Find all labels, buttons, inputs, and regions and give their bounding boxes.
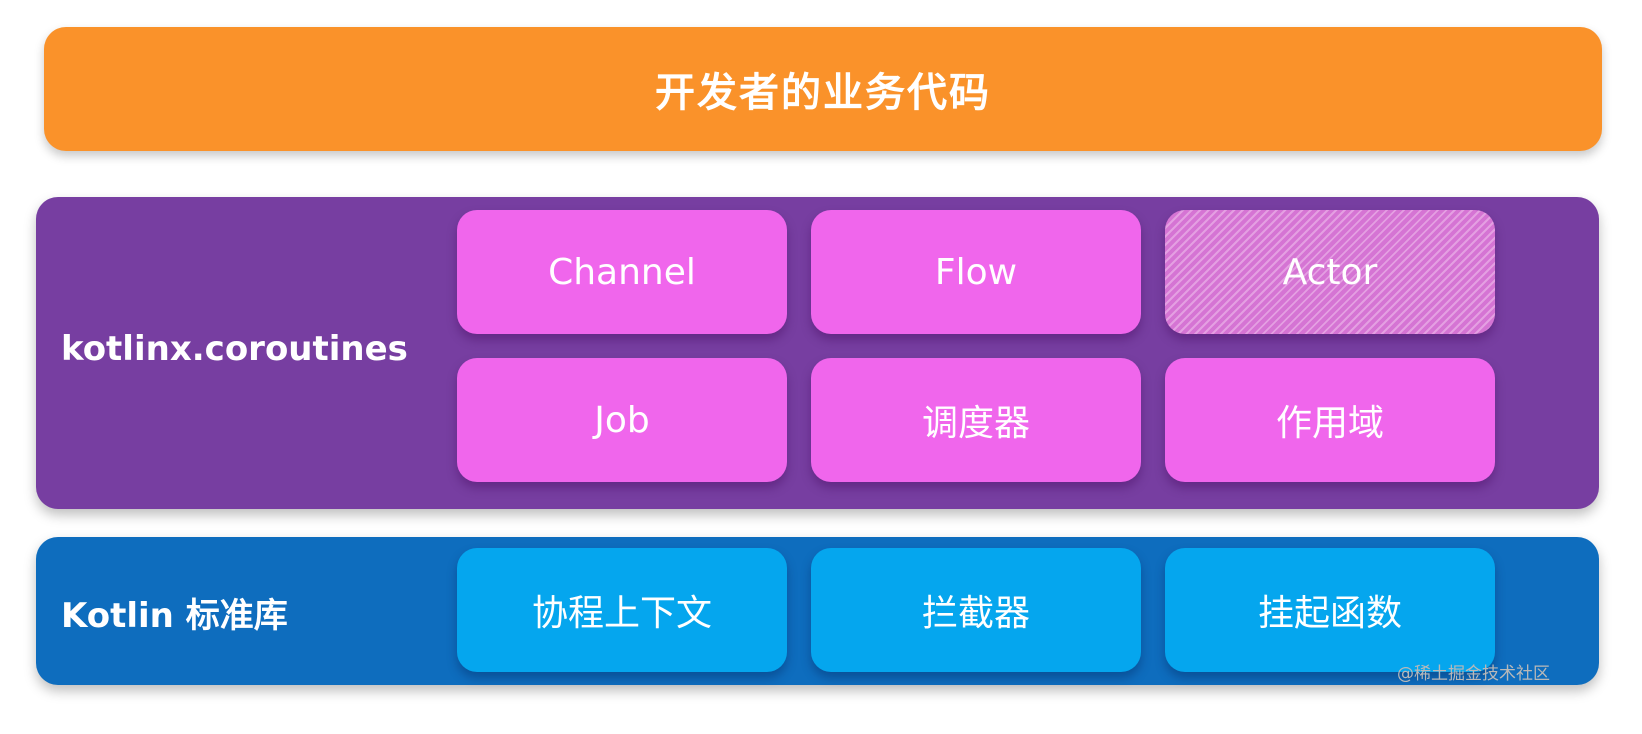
interceptor-box: 拦截器 <box>811 548 1141 672</box>
flow-box: Flow <box>811 210 1141 334</box>
watermark: @稀土掘金技术社区 <box>1397 664 1550 684</box>
job-box: Job <box>457 358 787 482</box>
channel-box: Channel <box>457 210 787 334</box>
kotlinx-coroutines-layer: kotlinx.coroutines Channel Flow Actor Jo… <box>36 197 1599 509</box>
scope-box: 作用域 <box>1165 358 1495 482</box>
coroutine-context-box: 协程上下文 <box>457 548 787 672</box>
kotlin-stdlib-layer: Kotlin 标准库 协程上下文 拦截器 挂起函数 <box>36 537 1599 685</box>
kotlin-stdlib-label: Kotlin 标准库 <box>61 596 288 636</box>
business-code-title: 开发者的业务代码 <box>655 70 991 116</box>
actor-box: Actor <box>1165 210 1495 334</box>
suspend-function-box: 挂起函数 <box>1165 548 1495 672</box>
kotlinx-coroutines-label: kotlinx.coroutines <box>61 329 408 369</box>
dispatcher-box: 调度器 <box>811 358 1141 482</box>
business-code-layer: 开发者的业务代码 <box>44 27 1602 151</box>
